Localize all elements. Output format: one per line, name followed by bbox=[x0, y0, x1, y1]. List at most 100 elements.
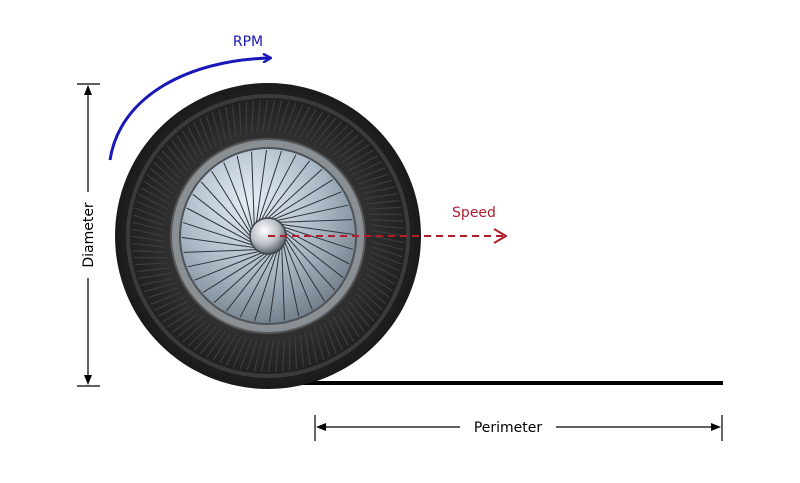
tread-tick bbox=[294, 106, 311, 136]
tread-tick bbox=[166, 309, 195, 328]
tread-tick bbox=[272, 100, 283, 133]
tread-tick bbox=[354, 292, 379, 317]
tread-tick bbox=[133, 214, 165, 226]
tread-tick bbox=[211, 111, 222, 144]
tread-tick bbox=[162, 305, 192, 323]
tread-tick bbox=[132, 221, 165, 232]
tread-tick bbox=[199, 328, 222, 355]
tread-tick bbox=[138, 272, 172, 279]
tread-tick bbox=[324, 125, 349, 150]
tire-sidewall-texture bbox=[131, 99, 405, 373]
tread-tick bbox=[225, 106, 232, 140]
tread-tick bbox=[333, 134, 360, 156]
tread-tick bbox=[304, 332, 311, 366]
tread-tick bbox=[341, 144, 370, 163]
tread-tick bbox=[136, 267, 170, 273]
tread-tick bbox=[187, 322, 212, 347]
tread-tick bbox=[231, 104, 237, 138]
tread-tick bbox=[176, 316, 203, 338]
tread-tick bbox=[132, 242, 165, 248]
tread-tick bbox=[289, 104, 304, 135]
tread-tick bbox=[371, 224, 404, 230]
tread-tick bbox=[283, 102, 297, 134]
tread-tick bbox=[150, 292, 181, 305]
tread-tick bbox=[260, 339, 269, 372]
tread-tick bbox=[218, 109, 227, 142]
tread-tick bbox=[332, 316, 349, 347]
tread-tick bbox=[171, 312, 199, 333]
tread-tick bbox=[143, 180, 172, 200]
tread-tick bbox=[238, 103, 242, 136]
tread-tick bbox=[309, 114, 330, 142]
tread-tick bbox=[246, 339, 258, 371]
tread-tick bbox=[212, 332, 232, 361]
tread-tick bbox=[309, 330, 318, 363]
perimeter-label: Perimeter bbox=[474, 420, 543, 436]
tread-tick bbox=[157, 155, 182, 180]
diameter-dimension: Diameter bbox=[77, 83, 100, 387]
tread-tick bbox=[314, 328, 325, 361]
tread-tick bbox=[219, 334, 237, 364]
tread-tick bbox=[294, 336, 298, 369]
tread-tick bbox=[360, 282, 387, 305]
tread-tick bbox=[341, 309, 360, 338]
tread-tick bbox=[319, 121, 343, 147]
tire-tread-ring bbox=[126, 94, 410, 378]
tread-tick bbox=[187, 125, 204, 156]
tread-tick bbox=[368, 206, 401, 210]
tread-tick bbox=[205, 114, 217, 147]
tread-tick bbox=[348, 155, 379, 172]
tread-tick bbox=[251, 100, 255, 134]
tread-tick bbox=[171, 139, 192, 167]
tread-tick bbox=[267, 100, 276, 133]
tread-tick bbox=[138, 193, 168, 210]
tread-tick bbox=[135, 262, 168, 266]
tread-tick bbox=[153, 296, 185, 311]
tread-tick bbox=[193, 325, 217, 351]
speed-label: Speed bbox=[452, 205, 496, 221]
tread-tick bbox=[355, 167, 386, 180]
tread-tick bbox=[141, 277, 174, 286]
tread-tick bbox=[344, 149, 374, 167]
tread-tick bbox=[299, 334, 305, 368]
tread-tick bbox=[140, 187, 170, 205]
rpm-label: RPM bbox=[233, 34, 263, 50]
tread-tick bbox=[370, 251, 402, 265]
tread-tick bbox=[314, 117, 337, 144]
tread-tick bbox=[261, 99, 269, 133]
tread-tick bbox=[239, 338, 253, 370]
perimeter-dimension: Perimeter bbox=[314, 415, 723, 441]
tread-tick bbox=[364, 193, 398, 200]
tread-tick bbox=[364, 272, 393, 292]
tread-tick bbox=[193, 121, 208, 153]
tread-tick bbox=[362, 277, 390, 298]
tread-tick bbox=[132, 228, 165, 237]
tread-tick bbox=[153, 161, 179, 185]
tread-tick bbox=[328, 129, 354, 153]
tread-tick bbox=[366, 267, 396, 285]
tread-tick bbox=[362, 186, 395, 195]
tread-tick bbox=[136, 200, 167, 215]
tread-tick bbox=[199, 118, 212, 149]
tread-tick bbox=[366, 199, 400, 205]
tread-tick bbox=[371, 229, 405, 237]
tread-tick bbox=[304, 111, 324, 140]
tread-tick bbox=[253, 339, 264, 372]
tread-tick bbox=[181, 130, 199, 160]
tread-tick bbox=[256, 100, 262, 133]
rpm-arrow bbox=[108, 58, 270, 161]
tread-tick bbox=[370, 219, 404, 223]
tread-tick bbox=[206, 330, 227, 358]
tread-tick bbox=[157, 300, 188, 317]
tread-tick bbox=[267, 339, 275, 373]
tread-tick bbox=[166, 144, 188, 171]
tread-tick bbox=[371, 246, 403, 258]
tread-tick bbox=[274, 339, 280, 372]
tread-tick bbox=[225, 336, 242, 366]
tread-tick bbox=[369, 257, 400, 272]
tread-tick bbox=[360, 179, 393, 190]
tread-tick bbox=[232, 337, 247, 368]
tread-tick bbox=[161, 150, 185, 176]
tread-tick bbox=[176, 134, 195, 163]
